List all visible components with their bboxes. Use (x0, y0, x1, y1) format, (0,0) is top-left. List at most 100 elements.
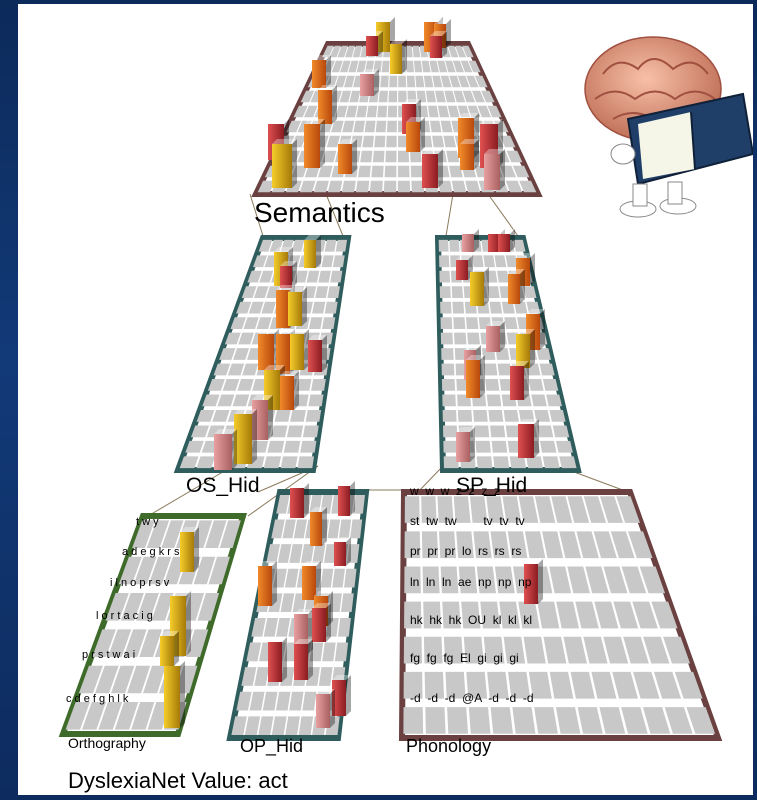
sp-hid-cell (542, 456, 560, 469)
semantics-cell (326, 135, 340, 148)
op-hid-cell (300, 544, 315, 563)
activation-bar (526, 309, 545, 350)
phonology-layer (398, 489, 723, 741)
sp-hid-cell (442, 425, 458, 438)
activation-bar (466, 355, 485, 398)
sp-hid-cell (513, 239, 526, 252)
orthography-cell (98, 702, 123, 730)
semantics-cell (410, 150, 422, 163)
semantics-cell (455, 45, 467, 58)
os-hid-cell (263, 456, 282, 469)
semantics-cell (342, 120, 355, 133)
op-hid-cell (350, 519, 363, 539)
os-hid-cell (222, 379, 240, 391)
phonology-cell (664, 707, 693, 734)
phonology-cell (632, 601, 658, 629)
phonology-cell (603, 566, 628, 594)
os-hid-cell (290, 409, 306, 422)
os-hid-cell (330, 270, 343, 283)
phonology-cell (591, 671, 617, 699)
op-hid-cell (249, 691, 265, 711)
phonology-cell (642, 707, 671, 734)
phonology-cell (473, 531, 492, 559)
phonology-cell (567, 496, 590, 523)
phonology-cell (456, 531, 474, 559)
semantics-cell (436, 165, 450, 178)
phonology-cell (461, 601, 481, 629)
orthography-cell (146, 520, 170, 548)
activation-bar (312, 603, 331, 642)
activation-bar (390, 39, 407, 74)
sp-hid-cell (451, 286, 464, 299)
phonology-cell (486, 496, 505, 523)
os-hid-cell (291, 239, 305, 252)
os-hid-cell (324, 239, 337, 252)
os-hid-cell (241, 286, 257, 299)
semantics-cell (383, 180, 397, 193)
phonology-cell (503, 636, 526, 664)
os-hid-cell (306, 270, 320, 283)
phonology-cell (549, 671, 574, 699)
sp-hid-cell (441, 379, 456, 391)
semantics-cell (325, 75, 338, 88)
semantics-cell (477, 105, 492, 118)
op-hid-cell (241, 667, 257, 686)
sp-hid-cell (505, 425, 522, 438)
phonology-cell (576, 531, 599, 559)
activation-bar (338, 481, 355, 516)
semantics-cell (444, 90, 456, 103)
sp-hid-cell (523, 286, 537, 299)
os-hid-cell (217, 394, 235, 407)
semantics-cell (356, 60, 367, 73)
semantics-cell (293, 105, 308, 118)
semantics-cell (407, 90, 417, 103)
semantics-cell (500, 165, 517, 178)
os-hid-cell (296, 379, 312, 391)
sp-hid-cell (457, 409, 473, 422)
semantics-cell (386, 120, 397, 133)
phonology-cell (559, 531, 582, 559)
sp-hid-cell (555, 440, 573, 453)
semantics-cell (411, 180, 425, 193)
orthography-cell (78, 665, 103, 694)
os-hid-cell (293, 394, 309, 407)
phonology-cell (421, 496, 437, 523)
semantics-cell (457, 105, 471, 118)
phonology-cell (403, 636, 422, 664)
os-hid-cell (318, 270, 331, 283)
semantics-cell (355, 180, 370, 193)
op-hid-cell (337, 617, 351, 637)
phonology-cell (583, 636, 608, 664)
activation-bar (310, 507, 327, 546)
semantics-cell (373, 60, 382, 73)
sp-hid-cell (539, 440, 557, 453)
phonology-cell (570, 671, 595, 699)
sp-hid-cell (442, 409, 457, 422)
semantics-cell (353, 120, 365, 133)
op-hid-cell (312, 544, 326, 563)
semantics-cell (410, 165, 423, 178)
os-hid-cell (179, 456, 199, 469)
op-hid-cell (353, 494, 366, 514)
phonology-cell (490, 531, 510, 559)
os-hid-cell (335, 239, 348, 252)
phonology-cell (468, 707, 491, 734)
phonology-row: w w w z z z z (409, 484, 500, 498)
phonology-cell (528, 671, 552, 699)
os-hid-cell (280, 456, 298, 469)
sp-hid-cell (442, 394, 456, 407)
sp-hid-cell (489, 301, 503, 314)
orthography-cell (114, 702, 139, 730)
phonology-cell (663, 636, 691, 664)
sp-hid-cell (514, 301, 528, 314)
sp-hid-cell (453, 317, 466, 329)
sp-hid-cell (486, 394, 502, 407)
semantics-cell (313, 180, 329, 193)
activation-bar (360, 69, 379, 96)
op-hid-cell (325, 617, 339, 637)
phonology-cell (422, 566, 440, 594)
op-hid-cell (236, 691, 252, 711)
semantics-cell (334, 75, 347, 88)
sp-hid-cell (539, 363, 555, 376)
orthography-cell (143, 665, 166, 694)
